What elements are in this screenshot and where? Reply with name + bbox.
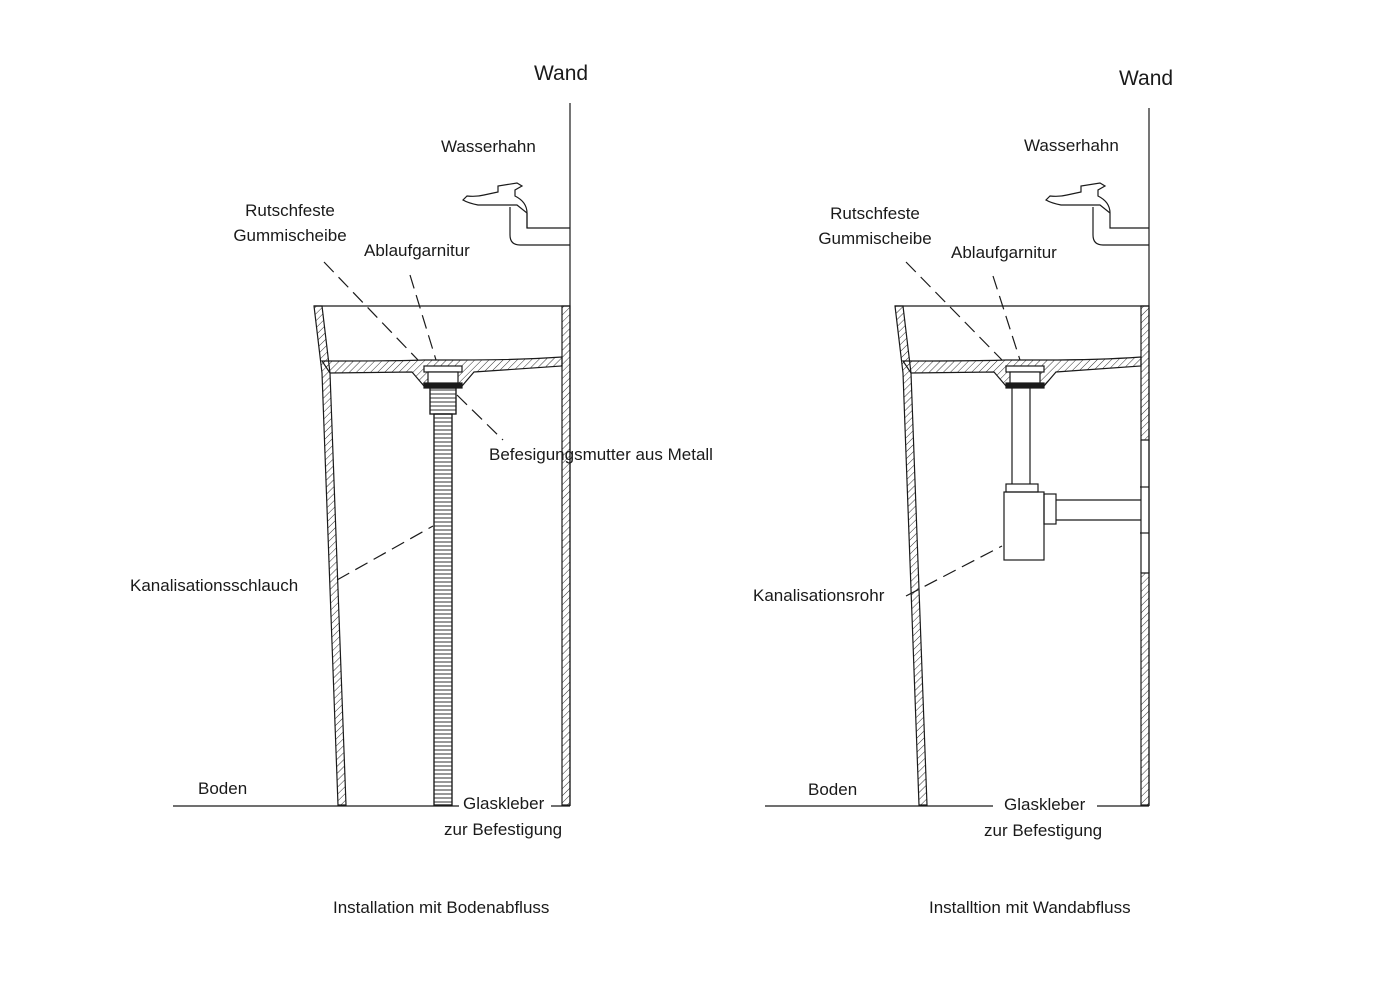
- right-glue-label-line1: Glaskleber: [1004, 795, 1086, 814]
- left-washer-label-line2: Gummischeibe: [233, 226, 347, 245]
- left-washer-label-line1: Rutschfeste: [245, 201, 335, 220]
- left-basin-left-wall: [313, 305, 347, 806]
- left-caption: Installation mit Bodenabfluss: [333, 898, 550, 917]
- right-wall-label: Wand: [1119, 67, 1174, 90]
- right-siphon-pipe-icon: [1003, 388, 1149, 561]
- right-drain-fitting-label: Ablaufgarnitur: [951, 243, 1057, 262]
- right-faucet-label: Wasserhahn: [1024, 136, 1119, 155]
- right-washer-label-line2: Gummischeibe: [818, 229, 932, 248]
- left-hose-label: Kanalisationsschlauch: [130, 576, 299, 595]
- left-floor-label: Boden: [198, 779, 248, 798]
- right-basin-right-wall-lower: [1140, 572, 1150, 806]
- right-basin-right-wall-upper: [1140, 305, 1150, 441]
- right-washer-label-line1: Rutschfeste: [830, 204, 920, 223]
- left-faucet-icon: [462, 182, 570, 246]
- left-leader-lines: [323, 261, 504, 581]
- right-glue-label-line2: zur Befestigung: [984, 821, 1103, 840]
- right-faucet-icon: [1045, 182, 1149, 246]
- right-leader-lines: [905, 261, 1021, 597]
- left-drain-fitting-label: Ablaufgarnitur: [364, 241, 470, 260]
- left-glue-label-line1: Glaskleber: [463, 794, 545, 813]
- right-caption: Installtion mit Wandabfluss: [929, 898, 1131, 917]
- right-basin-left-wall: [894, 305, 928, 806]
- right-pipe-label: Kanalisationsrohr: [753, 586, 885, 605]
- right-drawing: [765, 108, 1150, 807]
- left-washer-label: Rutschfeste Gummischeibe: [220, 200, 360, 247]
- left-nut-label: Befesigungsmutter aus Metall: [489, 445, 713, 464]
- left-faucet-label: Wasserhahn: [441, 137, 536, 156]
- left-drain-fitting-icon: [423, 365, 463, 415]
- right-floor-label: Boden: [808, 780, 858, 799]
- left-basin-right-wall: [561, 305, 571, 806]
- left-drawing: [173, 103, 571, 807]
- right-drain-fitting-icon: [1005, 365, 1045, 389]
- left-glue-label-line2: zur Befestigung: [444, 820, 563, 839]
- left-drain-hose-icon: [433, 413, 453, 806]
- left-wall-label: Wand: [534, 62, 589, 85]
- right-washer-label: Rutschfeste Gummischeibe: [805, 203, 945, 250]
